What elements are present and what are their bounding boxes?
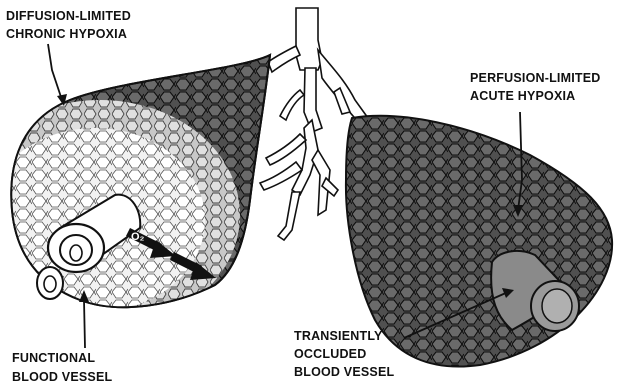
svg-text:DIFFUSION-LIMITED: DIFFUSION-LIMITED xyxy=(6,9,131,23)
svg-text:PERFUSION-LIMITED: PERFUSION-LIMITED xyxy=(470,71,600,85)
svg-text:CHRONIC HYPOXIA: CHRONIC HYPOXIA xyxy=(6,27,127,41)
oxygen-label: O₂ xyxy=(131,231,145,243)
svg-text:BLOOD VESSEL: BLOOD VESSEL xyxy=(12,370,112,384)
label-perfusion-limited: PERFUSION-LIMITED ACUTE HYPOXIA xyxy=(470,71,600,103)
svg-text:OCCLUDED: OCCLUDED xyxy=(294,347,366,361)
right-tumor-lobe xyxy=(346,116,612,367)
svg-text:ACUTE HYPOXIA: ACUTE HYPOXIA xyxy=(470,89,575,103)
label-functional-vessel: FUNCTIONAL BLOOD VESSEL xyxy=(12,351,112,384)
label-occluded-vessel: TRANSIENTLY OCCLUDED BLOOD VESSEL xyxy=(294,329,394,379)
svg-text:BLOOD VESSEL: BLOOD VESSEL xyxy=(294,365,394,379)
vessel-cross-section xyxy=(37,267,63,299)
svg-text:TRANSIENTLY: TRANSIENTLY xyxy=(294,329,383,343)
label-diffusion-limited: DIFFUSION-LIMITED CHRONIC HYPOXIA xyxy=(6,9,131,41)
svg-text:FUNCTIONAL: FUNCTIONAL xyxy=(12,351,95,365)
